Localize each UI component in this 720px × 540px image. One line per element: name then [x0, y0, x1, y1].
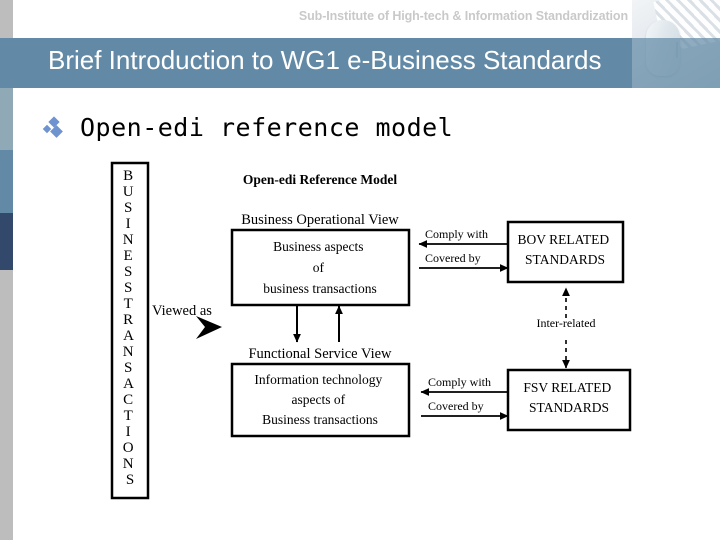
bullet-heading-row: Open-edi reference model	[42, 113, 454, 142]
diamond-bullet-icon	[42, 115, 66, 139]
bov-standards-text: BOV RELATED STANDARDS	[517, 232, 612, 267]
rail-segment-dark-blue	[0, 213, 13, 270]
fsv-box	[230, 362, 411, 438]
viewed-as-chevron	[196, 316, 222, 339]
business-transactions-text: B U S I N E S S T R A N S A C T I O N	[123, 168, 138, 488]
title-bar-overlay	[632, 38, 720, 88]
fsv-header: Functional Service View	[248, 346, 392, 362]
fsv-covered-by-label: Covered by	[428, 399, 484, 413]
section-heading: Open-edi reference model	[80, 113, 454, 142]
fsv-body: Information technology aspects of Busine…	[254, 372, 385, 427]
diagram-title: Open-edi Reference Model	[243, 172, 397, 187]
subtitle-band: Sub-Institute of High-tech & Information…	[13, 0, 720, 38]
bov-box	[230, 228, 411, 307]
rail-segment-mid-blue	[0, 150, 13, 213]
bov-comply-with-label: Comply with	[425, 227, 488, 241]
bov-standards-box	[506, 220, 625, 284]
bov-header: Business Operational View	[241, 212, 399, 228]
fsv-standards-text: FSV RELATED STANDARDS	[523, 380, 614, 415]
left-decorative-rail	[0, 0, 13, 540]
rail-segment-light-blue	[0, 88, 13, 150]
fsv-comply-with-label: Comply with	[428, 375, 491, 389]
fsv-standards-box	[506, 368, 632, 432]
slide-title: Brief Introduction to WG1 e-Business Sta…	[48, 45, 602, 75]
bov-covered-by-label: Covered by	[425, 251, 481, 265]
keyboard-mouse-decorative-image	[632, 0, 720, 88]
institute-subtitle: Sub-Institute of High-tech & Information…	[298, 9, 628, 23]
slide-title-bar: Brief Introduction to WG1 e-Business Sta…	[0, 38, 720, 88]
viewed-as-label: Viewed as	[152, 303, 212, 319]
business-transactions-box	[110, 161, 150, 500]
inter-related-label: Inter-related	[536, 316, 595, 330]
bov-body: Business aspects of business transaction…	[263, 239, 377, 296]
